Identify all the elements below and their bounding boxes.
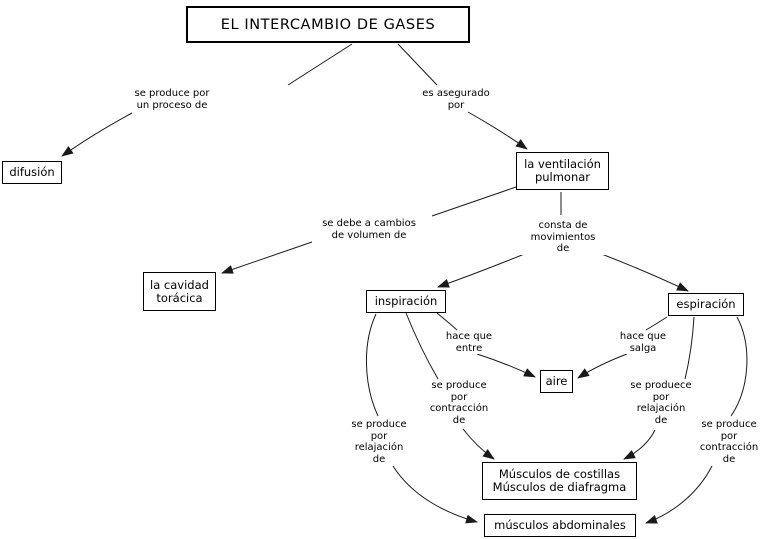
node-cavidad-toracica[interactable]: la cavidad torácica xyxy=(143,272,216,311)
node-title[interactable]: EL INTERCAMBIO DE GASES xyxy=(186,6,470,43)
node-musculos-abdominales[interactable]: músculos abdominales xyxy=(484,514,636,537)
node-aire[interactable]: aire xyxy=(540,370,573,393)
node-musculos-costillas-diafragma[interactable]: Músculos de costillas Músculos de diafra… xyxy=(482,462,637,500)
link-label-asegurado[interactable]: es asegurado por xyxy=(406,88,506,111)
link-label-contraccion-espiracion[interactable]: se produce por contracción de xyxy=(681,419,765,465)
link-label-cambios-volumen[interactable]: se debe a cambios de volumen de xyxy=(294,218,444,241)
link-label-proceso[interactable]: se produce por un proceso de xyxy=(102,88,242,111)
node-espiracion[interactable]: espiración xyxy=(668,293,744,316)
link-label-relajacion-espiracion[interactable]: se produece por relajación de xyxy=(611,380,711,426)
link-label-hace-salga[interactable]: hace que salga xyxy=(603,331,683,354)
node-inspiracion[interactable]: inspiración xyxy=(366,290,446,313)
node-ventilacion-pulmonar[interactable]: la ventilación pulmonar xyxy=(516,152,609,190)
link-label-contraccion-inspiracion[interactable]: se produce por contracción de xyxy=(409,380,509,426)
link-label-relajacion-inspiracion[interactable]: se produce por relajación de xyxy=(329,419,429,465)
link-label-consta-movimientos[interactable]: consta de movimientos de xyxy=(513,220,613,255)
link-label-hace-entre[interactable]: hace que entre xyxy=(429,331,509,354)
node-difusion[interactable]: difusión xyxy=(2,161,62,184)
